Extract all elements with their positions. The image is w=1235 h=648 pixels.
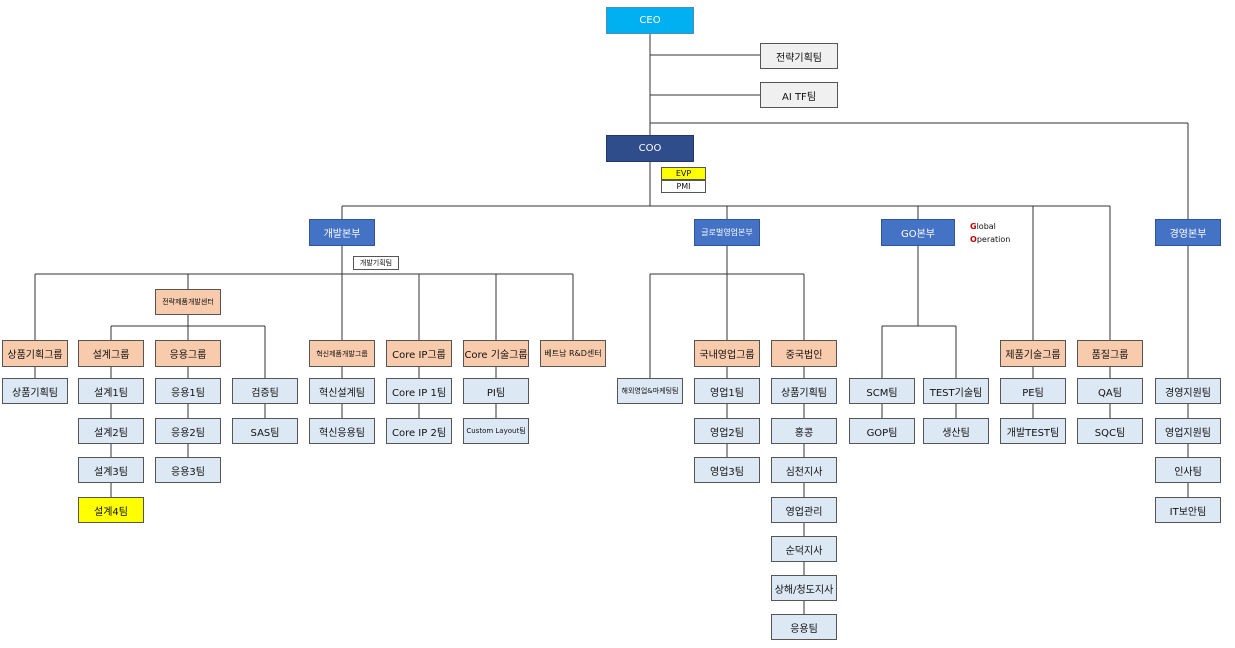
cn-product-planning-team-box: 상품기획팀 bbox=[771, 378, 837, 404]
scm-team-box: SCM팀 bbox=[849, 378, 915, 404]
dev-division-box: 개발본부 bbox=[309, 219, 375, 246]
go-division-box: GO본부 bbox=[881, 219, 955, 246]
sas-team-box: SAS팀 bbox=[232, 418, 298, 444]
design-group-box: 설계그룹 bbox=[78, 340, 144, 367]
shanghai-qingdao-branch-box: 상해/청도지사 bbox=[771, 575, 837, 601]
shunde-branch-box: 순덕지사 bbox=[771, 536, 837, 562]
application-group-box: 응용그룹 bbox=[155, 340, 221, 367]
domestic-sales-group-box: 국내영업그룹 bbox=[694, 340, 760, 367]
pmi-box: PMI bbox=[661, 180, 706, 193]
hr-team-box: 인사팀 bbox=[1155, 457, 1221, 483]
coo-box: COO bbox=[606, 135, 694, 162]
app2-team-box: 응용2팀 bbox=[155, 418, 221, 444]
design3-team-box: 설계3팀 bbox=[78, 457, 144, 483]
product-planning-group-box: 상품기획그룹 bbox=[2, 340, 68, 367]
ceo-box: CEO bbox=[606, 7, 694, 34]
product-planning-team-box: 상품기획팀 bbox=[2, 378, 68, 404]
production-team-box: 생산팀 bbox=[923, 418, 989, 444]
design4-team-box: 설계4팀 bbox=[78, 497, 144, 523]
mgmt-support-team-box: 경영지원팀 bbox=[1155, 378, 1221, 404]
evp-box: EVP bbox=[661, 167, 706, 180]
innov-app-team-box: 혁신응용팀 bbox=[309, 418, 375, 444]
china-corp-box: 중국법인 bbox=[771, 340, 837, 367]
core-ip-group-box: Core IP그룹 bbox=[386, 340, 452, 367]
qa-team-box: QA팀 bbox=[1077, 378, 1143, 404]
quality-group-box: 품질그룹 bbox=[1077, 340, 1143, 367]
sales1-team-box: 영업1팀 bbox=[694, 378, 760, 404]
cn-app-team-box: 응용팀 bbox=[771, 614, 837, 640]
go-note: Global Operation bbox=[970, 222, 1011, 244]
product-tech-group-box: 제품기술그룹 bbox=[1000, 340, 1066, 367]
design2-team-box: 설계2팀 bbox=[78, 418, 144, 444]
sales-mgmt-box: 영업관리 bbox=[771, 497, 837, 523]
dev-planning-team-box: 개발기획팀 bbox=[353, 256, 399, 270]
dev-test-team-box: 개발TEST팀 bbox=[1000, 418, 1066, 444]
it-security-team-box: IT보안팀 bbox=[1155, 497, 1221, 523]
pe-team-box: PE팀 bbox=[1000, 378, 1066, 404]
core-ip1-team-box: Core IP 1팀 bbox=[386, 378, 452, 404]
verification-team-box: 검증팀 bbox=[232, 378, 298, 404]
sales-support-team-box: 영업지원팀 bbox=[1155, 418, 1221, 444]
core-tech-group-box: Core 기술그룹 bbox=[463, 340, 529, 367]
strategy-team-box: 전략기획팀 bbox=[760, 43, 838, 69]
innov-design-team-box: 혁신설계팀 bbox=[309, 378, 375, 404]
core-ip2-team-box: Core IP 2팀 bbox=[386, 418, 452, 444]
app3-team-box: 응용3팀 bbox=[155, 457, 221, 483]
sqc-team-box: SQC팀 bbox=[1077, 418, 1143, 444]
overseas-marketing-team-box: 해외영업&마케팅팀 bbox=[617, 378, 683, 404]
custom-layout-team-box: Custom Layout팀 bbox=[463, 418, 529, 444]
app1-team-box: 응용1팀 bbox=[155, 378, 221, 404]
vietnam-rd-center-box: 베트남 R&D센터 bbox=[540, 340, 606, 367]
test-tech-team-box: TEST기술팀 bbox=[923, 378, 989, 404]
strategic-product-center-box: 전략제품개발센터 bbox=[155, 289, 221, 315]
design1-team-box: 설계1팀 bbox=[78, 378, 144, 404]
ai-tf-team-box: AI TF팀 bbox=[760, 82, 838, 108]
shenzhen-branch-box: 심천지사 bbox=[771, 457, 837, 483]
global-sales-division-box: 글로벌영업본부 bbox=[694, 219, 760, 246]
management-division-box: 경영본부 bbox=[1155, 219, 1221, 246]
innovation-group-box: 혁신제품개발그룹 bbox=[309, 340, 375, 367]
hongkong-box: 홍콩 bbox=[771, 418, 837, 444]
pi-team-box: PI팀 bbox=[463, 378, 529, 404]
gop-team-box: GOP팀 bbox=[849, 418, 915, 444]
sales2-team-box: 영업2팀 bbox=[694, 418, 760, 444]
sales3-team-box: 영업3팀 bbox=[694, 457, 760, 483]
